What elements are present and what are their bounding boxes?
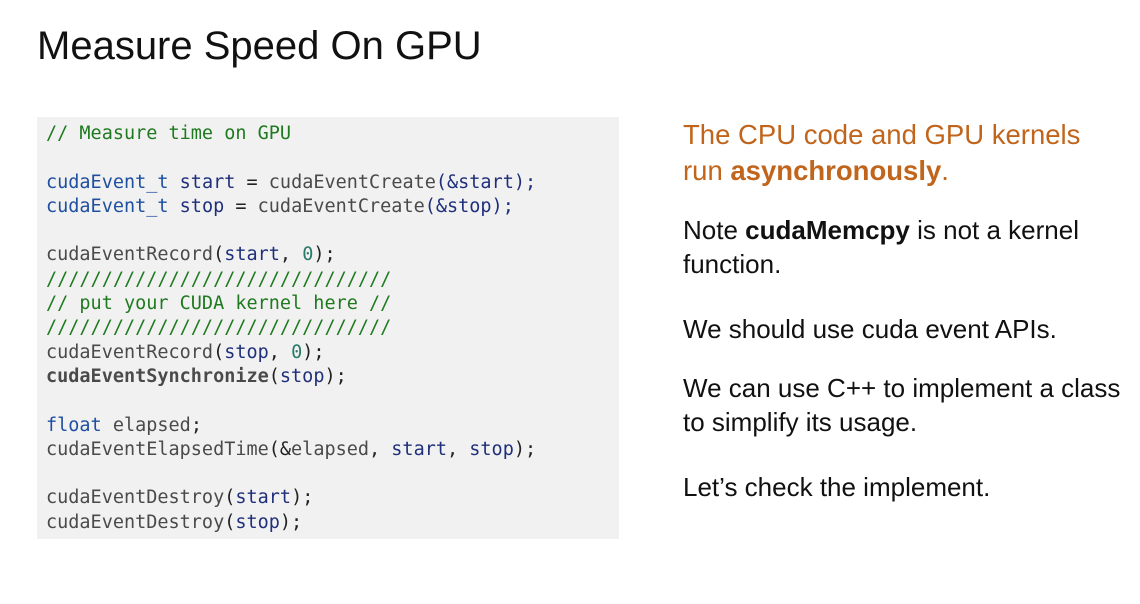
op-token: = (224, 195, 258, 217)
note-text: is not a kernel function. (683, 215, 1079, 279)
arg-token: (&stop); (424, 195, 514, 217)
punct-token: ( (268, 365, 280, 387)
note-text: . (941, 155, 949, 186)
note-bold: asynchronously (730, 155, 942, 186)
punct-token: , (369, 438, 392, 460)
var-token: stop (469, 438, 514, 460)
var-token: stop (279, 365, 325, 387)
num-token: 0 (291, 341, 303, 363)
punct-token: ); (324, 365, 347, 387)
arg-token: (&start); (435, 171, 537, 193)
note-text: Note (683, 215, 746, 245)
slide-title: Measure Speed On GPU (37, 24, 482, 68)
num-token: 0 (302, 244, 314, 266)
code-line-record-stop: cudaEventRecord(stop, 0); (46, 341, 619, 365)
code-block: // Measure time on GPU cudaEvent_t start … (37, 117, 619, 539)
punct-token: ); (279, 511, 303, 533)
punct-token: , (268, 341, 292, 363)
code-comment: /////////////////////////////// (46, 268, 392, 290)
var-token: start (391, 438, 447, 460)
note-cpp-class: We can use C++ to implement a class to s… (683, 373, 1121, 437)
var-token: elapsed (101, 414, 191, 436)
code-text: // Measure time on GPU cudaEvent_t start … (37, 117, 619, 535)
punct-token: ); (313, 244, 336, 266)
punct-token: ); (291, 487, 314, 509)
fn-token: cudaEventSynchronize (46, 365, 269, 387)
var-token: start (235, 487, 292, 509)
punct-token: ( (224, 511, 236, 533)
keyword-token: float (46, 414, 102, 436)
code-line-synchronize: cudaEventSynchronize(stop); (46, 365, 619, 389)
code-line-destroy-start: cudaEventDestroy(start); (46, 486, 619, 510)
punct-token: ; (190, 414, 202, 436)
code-comment: // put your CUDA kernel here // (46, 293, 392, 315)
var-token: stop (235, 511, 280, 533)
fn-token: cudaEventRecord (46, 341, 214, 363)
punct-token: ); (513, 438, 537, 460)
var-token: start (224, 244, 280, 266)
var-token: start (179, 171, 236, 193)
punct-token: , (447, 438, 470, 460)
var-token: stop (224, 341, 269, 363)
note-memcpy: Note cudaMemcpy is not a kernel function… (683, 213, 1123, 281)
code-comment: /////////////////////////////// (46, 317, 392, 339)
fn-token: cudaEventCreate (268, 171, 436, 193)
code-line-elapsed: cudaEventElapsedTime(&elapsed, start, st… (46, 438, 619, 462)
type-token: cudaEvent_t (46, 171, 169, 193)
var-token: elapsed (291, 438, 370, 460)
fn-token: cudaEventDestroy (46, 487, 225, 509)
code-line-destroy-stop: cudaEventDestroy(stop); (46, 511, 619, 535)
fn-token: cudaEventRecord (46, 244, 214, 266)
note-bold: cudaMemcpy (745, 215, 910, 245)
punct-token: , (279, 244, 303, 266)
note-async: The CPU code and GPU kernels run asynchr… (683, 117, 1123, 189)
fn-token: cudaEventDestroy (46, 511, 225, 533)
code-line-float: float elapsed; (46, 414, 619, 438)
op-token: = (235, 171, 269, 193)
var-token: stop (179, 195, 225, 217)
code-line-create-start: cudaEvent_t start = cudaEventCreate(&sta… (46, 171, 619, 195)
punct-token: (& (268, 438, 292, 460)
punct-token: ( (213, 341, 225, 363)
punct-token: ( (224, 487, 236, 509)
note-event-apis: We should use cuda event APIs. (683, 314, 1057, 344)
punct-token: ); (302, 341, 325, 363)
punct-token: ( (213, 244, 225, 266)
fn-token: cudaEventCreate (257, 195, 425, 217)
code-comment: // Measure time on GPU (46, 123, 292, 144)
code-line-record-start: cudaEventRecord(start, 0); (46, 243, 619, 267)
code-line-create-stop: cudaEvent_t stop = cudaEventCreate(&stop… (46, 195, 619, 219)
note-text: The CPU code and GPU kernels run (683, 119, 1081, 186)
fn-token: cudaEventElapsedTime (46, 438, 269, 460)
note-check-implement: Let’s check the implement. (683, 472, 991, 502)
type-token: cudaEvent_t (46, 195, 169, 217)
